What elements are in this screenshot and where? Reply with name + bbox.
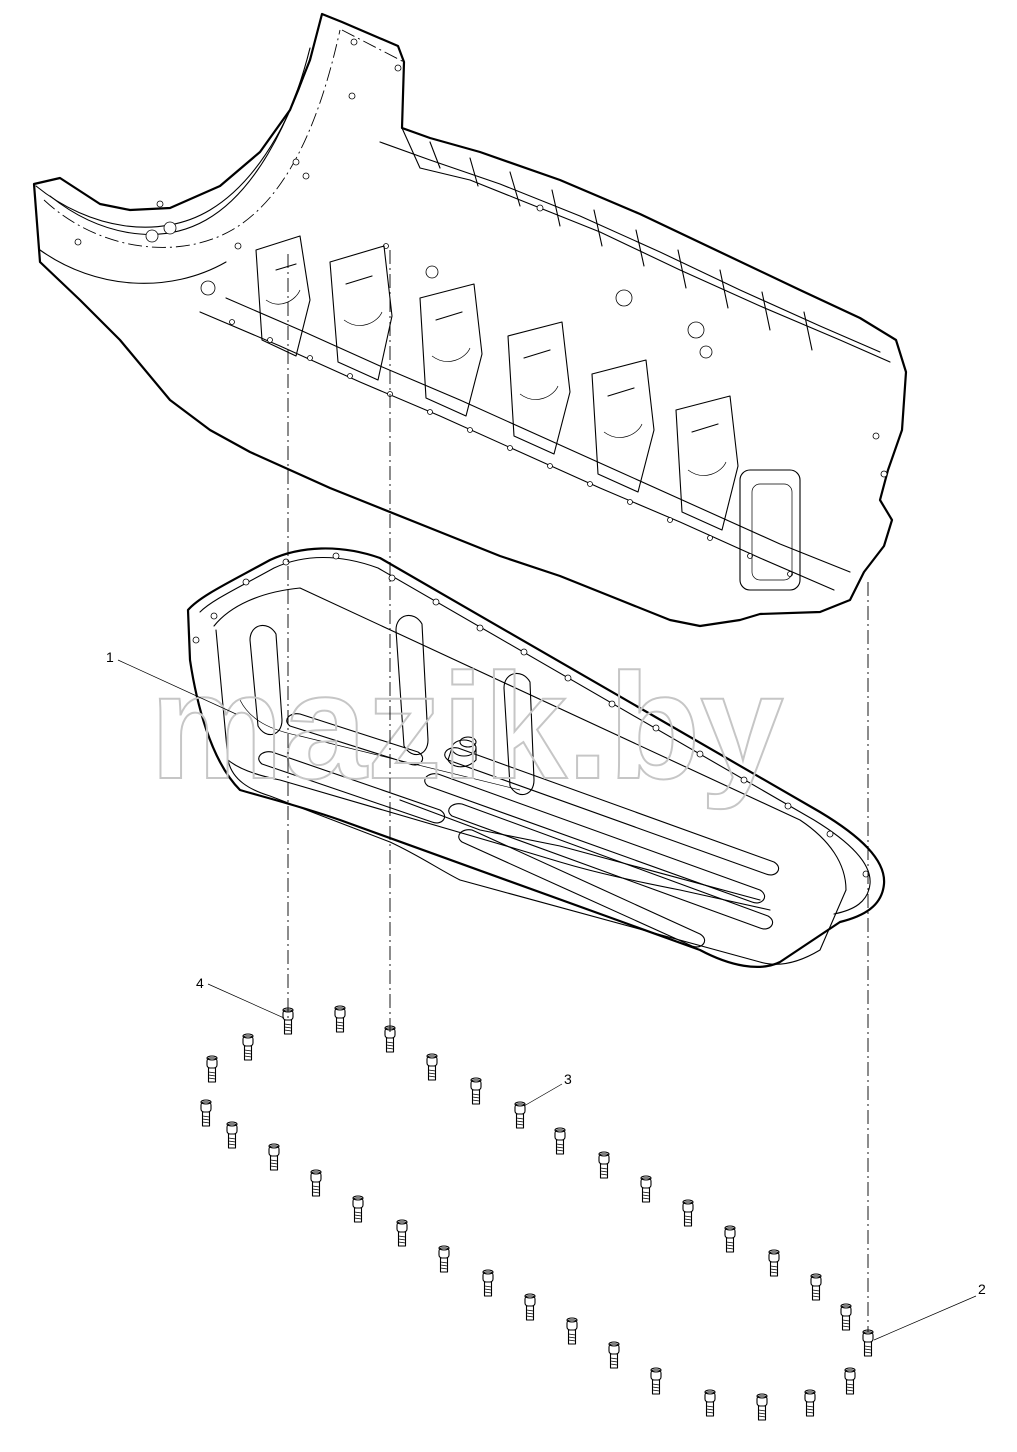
oil-pan bbox=[186, 547, 886, 968]
bolt bbox=[206, 1055, 218, 1083]
block-flange-holes bbox=[229, 204, 888, 577]
assembly-centerlines bbox=[287, 29, 869, 1332]
bolt bbox=[810, 1273, 822, 1301]
callout-4-label: 4 bbox=[196, 975, 204, 991]
callout-3-group: 3 bbox=[523, 1071, 572, 1107]
bolt bbox=[514, 1101, 526, 1129]
bolt bbox=[598, 1151, 610, 1179]
flywheel-housing-holes bbox=[74, 38, 402, 296]
callout-1-group: 1 bbox=[106, 649, 237, 715]
callout-4-group: 4 bbox=[196, 975, 285, 1019]
bolt bbox=[352, 1195, 364, 1223]
bolt bbox=[566, 1317, 578, 1345]
callout-3-label: 3 bbox=[564, 1071, 572, 1087]
engine-block bbox=[32, 12, 908, 628]
bolt bbox=[650, 1367, 662, 1395]
bolt bbox=[310, 1169, 322, 1197]
bolt bbox=[862, 1329, 874, 1357]
bolt bbox=[756, 1393, 768, 1421]
bolt bbox=[640, 1175, 652, 1203]
bolt bbox=[608, 1341, 620, 1369]
watermark-text: mazik.by bbox=[150, 642, 784, 810]
bolt bbox=[482, 1269, 494, 1297]
oil-pan-flange-holes bbox=[192, 552, 870, 878]
bolt bbox=[282, 1007, 294, 1035]
bolt bbox=[554, 1127, 566, 1155]
bolt bbox=[844, 1367, 856, 1395]
bolt bbox=[438, 1245, 450, 1273]
bolt bbox=[470, 1077, 482, 1105]
callout-2-group: 2 bbox=[873, 1281, 986, 1341]
bolt bbox=[426, 1053, 438, 1081]
bolt bbox=[724, 1225, 736, 1253]
crankcase-bays bbox=[255, 235, 801, 591]
bolt bbox=[334, 1005, 346, 1033]
bolt bbox=[226, 1121, 238, 1149]
callout-2-label: 2 bbox=[978, 1281, 986, 1297]
bolt bbox=[242, 1033, 254, 1061]
drain-plug bbox=[447, 736, 477, 768]
bolt bbox=[524, 1293, 536, 1321]
bolt bbox=[682, 1199, 694, 1227]
bolt bbox=[704, 1389, 716, 1417]
bolt bbox=[840, 1303, 852, 1331]
bolt bbox=[396, 1219, 408, 1247]
oil-pan-ribs bbox=[249, 614, 780, 948]
bolt-group bbox=[200, 1005, 874, 1421]
bolt bbox=[268, 1143, 280, 1171]
bolt bbox=[384, 1025, 396, 1053]
bolt bbox=[804, 1389, 816, 1417]
bolt bbox=[200, 1099, 212, 1127]
bolt bbox=[768, 1249, 780, 1277]
callout-1-label: 1 bbox=[106, 649, 114, 665]
